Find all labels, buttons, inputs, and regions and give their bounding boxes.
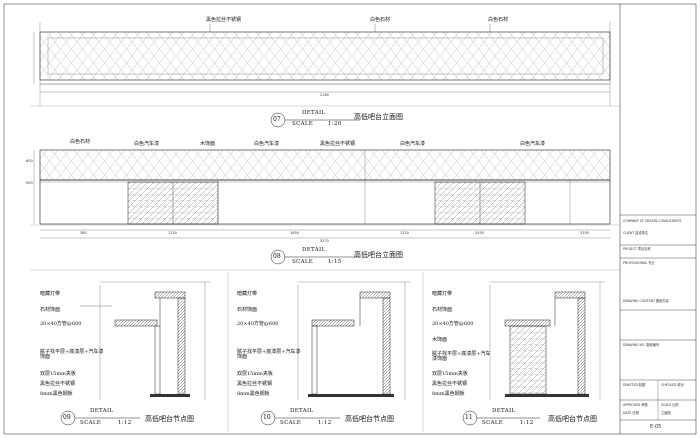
note-label: 石材饰面	[432, 307, 453, 313]
dimension-label: 1150	[168, 231, 177, 235]
drawing-title: 高低吧台节点图	[145, 415, 194, 423]
title-block-text: SCALE 比例	[661, 403, 679, 407]
note-label: 20×40方管@600	[40, 321, 82, 327]
note-label: 暗藏灯带	[432, 291, 453, 297]
detail-label: DETAIL	[302, 247, 326, 253]
scale-value: 1:12	[318, 420, 332, 426]
note-label: 20×40方管@600	[237, 321, 279, 327]
scale-label: SCALE	[80, 420, 102, 426]
dimension-label: 5270	[320, 239, 329, 243]
scale-label: SCALE	[482, 420, 504, 426]
title-block-text: DRAFTED 制图	[623, 383, 646, 387]
scale-value: 1:12	[118, 420, 132, 426]
callout-label: 白色汽车漆	[134, 141, 160, 147]
note-label: 8mm黑色钢板	[237, 391, 270, 397]
detail-number: 11	[465, 414, 473, 421]
drawing-title: 高低吧台立面图	[354, 113, 403, 121]
note-label: 黑色拉丝不锈钢	[40, 381, 76, 387]
callout-label: 白色石材	[488, 17, 509, 23]
note-label: 双层15mm夹板	[40, 371, 76, 377]
note-label: 8mm黑色钢板	[432, 391, 465, 397]
dimension-label: 3150	[580, 231, 589, 235]
scale-value: 1:15	[328, 259, 342, 265]
callout-label: 白色石材	[70, 139, 91, 145]
note-label: 石材饰面	[237, 307, 258, 313]
note-label: 黑色拉丝不锈钢	[237, 381, 273, 387]
dimension-label: 2180	[320, 93, 329, 97]
note-label: 暗藏灯带	[237, 291, 258, 297]
dimension-label: 2450	[475, 231, 484, 235]
note-label: 腻子找平层+底漆层+汽车漆饰面	[40, 349, 104, 360]
note-label: 8mm黑色钢板	[40, 391, 73, 397]
title-block-text: DATE 日期	[623, 411, 639, 415]
callout-label: 白色石材	[370, 17, 391, 23]
detail-label: DETAIL	[492, 408, 516, 414]
dimension-label: 600	[26, 159, 33, 163]
dimension-label: 1320	[400, 231, 409, 235]
title-block-text: DRAWING CONTENT 图纸内容	[623, 299, 669, 303]
note-label: 腻子找平层+底漆层+汽车漆饰面	[432, 351, 491, 362]
scale-value: 1:12	[520, 420, 534, 426]
title-block-text: PROFESSIONAL 专业	[623, 261, 655, 265]
note-label: 暗藏灯带	[40, 291, 61, 297]
title-block-text: APPROVED 审核	[623, 403, 648, 407]
note-label: 石材饰面	[40, 307, 61, 313]
drawing-title: 高低吧台节点图	[548, 415, 597, 423]
note-label: 20×40方管@600	[432, 321, 474, 327]
dimension-label: 380	[80, 231, 87, 235]
note-label: 双层15mm夹板	[237, 371, 273, 377]
drawing-title: 高低吧台节点图	[345, 415, 394, 423]
note-label: 腻子找平层+底漆层+汽车漆饰面	[237, 349, 301, 360]
title-block-text: CHECKED 校对	[661, 383, 684, 387]
callout-label: 白色汽车漆	[400, 141, 426, 147]
callout-label: 白色汽车漆	[520, 141, 546, 147]
scale-label: SCALE	[292, 259, 314, 265]
dimension-label: 900	[26, 181, 33, 185]
callout-label: 黑色拉丝不锈钢	[206, 17, 242, 23]
elevation-08	[33, 149, 611, 265]
detail-label: DETAIL	[302, 110, 326, 116]
detail-number: 10	[263, 414, 271, 421]
dimension-label: 1850	[290, 231, 299, 235]
note-label: 黑色拉丝不锈钢	[432, 381, 468, 387]
title-block-text: CLIENT 建设单位	[623, 231, 649, 235]
title-block-text: DRAWING NO. 图纸编号	[623, 343, 660, 347]
detail-number: 08	[273, 253, 281, 260]
callout-label: 白色汽车漆	[254, 141, 280, 147]
detail-number: 09	[63, 414, 71, 421]
title-block-text: PROJECT 项目名称	[623, 247, 651, 251]
note-label: 木饰面	[432, 337, 448, 343]
drawing-title: 高低吧台立面图	[354, 251, 403, 259]
scale-value: 1:20	[328, 121, 342, 127]
scale-label: SCALE	[292, 121, 314, 127]
callout-label: 黑色拉丝不锈钢	[320, 141, 356, 147]
node-detail-10	[260, 281, 410, 426]
sheet-number: E-05	[650, 424, 662, 430]
elevation-07	[30, 22, 620, 128]
title-block	[620, 214, 696, 421]
title-block-text: 立面图	[661, 411, 671, 415]
detail-label: DETAIL	[90, 408, 114, 414]
scale-label: SCALE	[280, 420, 302, 426]
node-detail-09	[60, 281, 210, 426]
node-detail-11	[462, 281, 605, 426]
callout-label: 木饰面	[200, 141, 216, 147]
detail-label: DETAIL	[290, 408, 314, 414]
title-block-text: COMPANY OF DESIGN CONSULTANTS	[623, 219, 682, 223]
note-label: 双层15mm夹板	[432, 371, 468, 377]
detail-number: 07	[273, 116, 281, 123]
